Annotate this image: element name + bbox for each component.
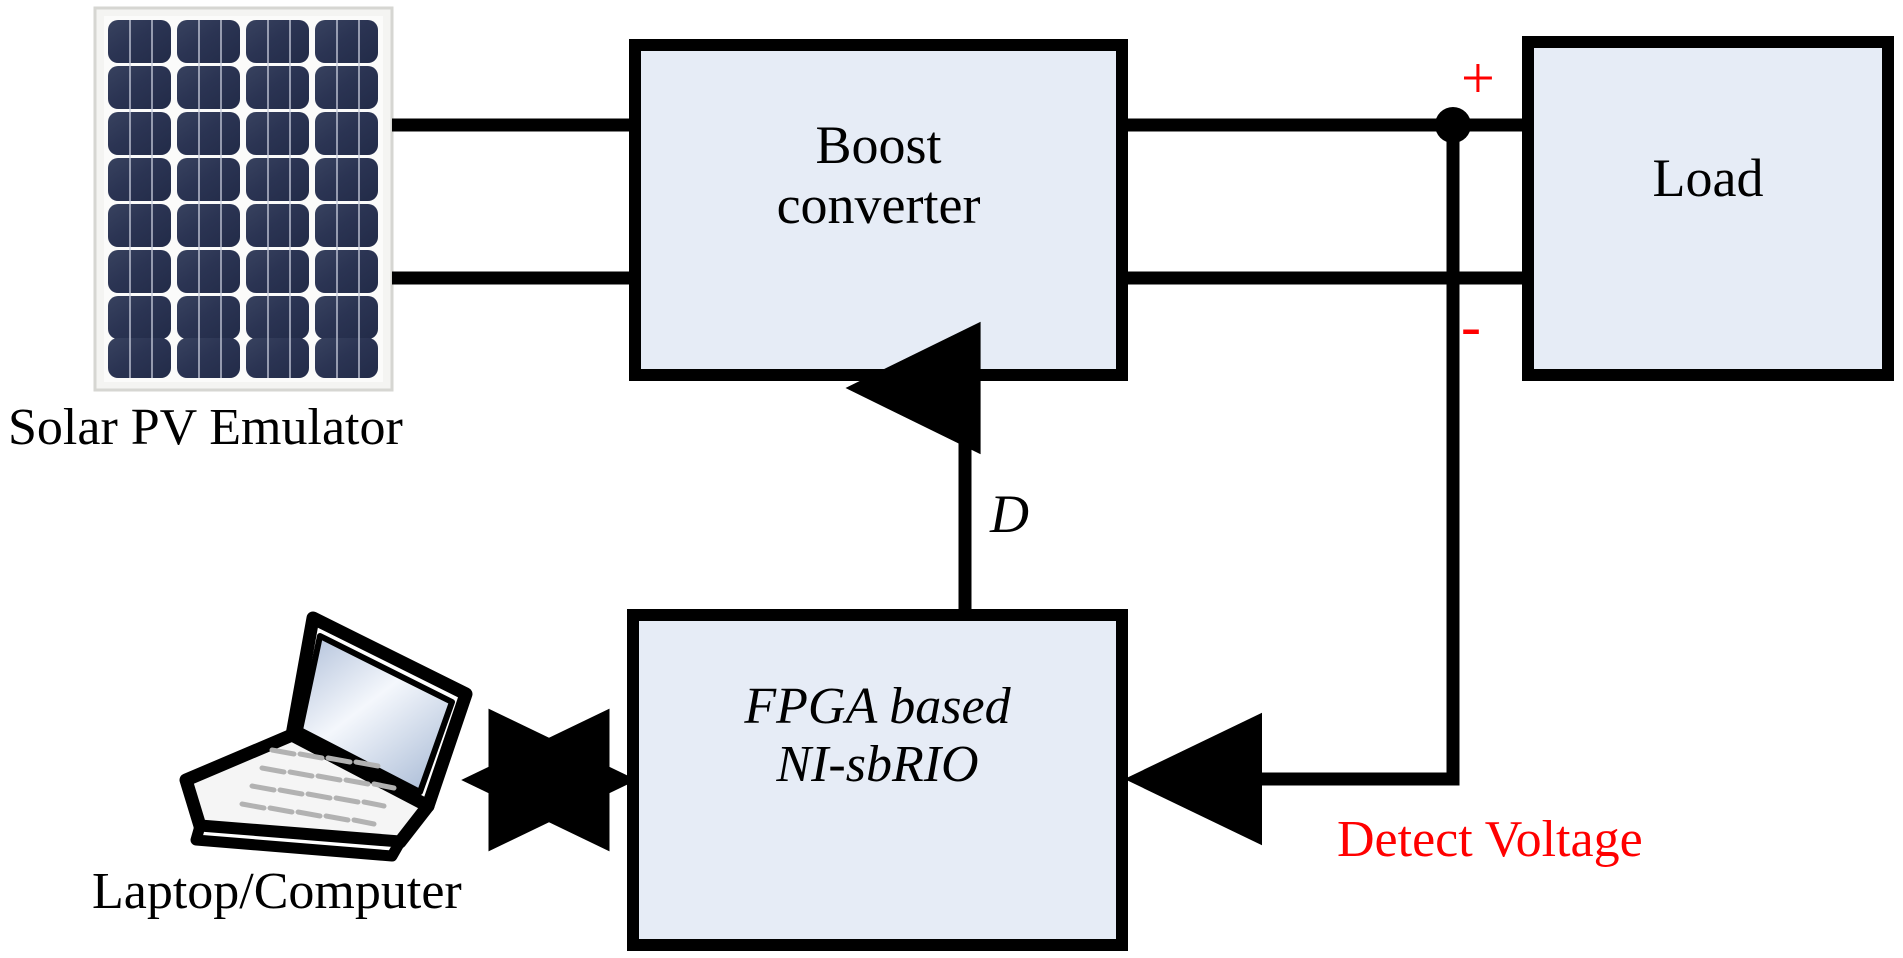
fpga-label: FPGA based NI-sbRIO bbox=[744, 678, 1011, 794]
positive-terminal-label: + bbox=[1461, 45, 1495, 111]
junction-dot bbox=[1435, 107, 1471, 143]
boost-converter-label: Boost converter bbox=[776, 115, 981, 236]
negative-terminal-label: - bbox=[1461, 293, 1481, 359]
wire-detect-voltage bbox=[1124, 125, 1460, 846]
laptop-computer-caption: Laptop/Computer bbox=[92, 863, 462, 920]
load-label: Load bbox=[1652, 148, 1764, 208]
block-load bbox=[1522, 36, 1894, 381]
block-fpga bbox=[627, 609, 1128, 951]
detect-voltage-label: Detect Voltage bbox=[1337, 811, 1643, 868]
duty-cycle-signal-label: D bbox=[990, 484, 1029, 544]
block-boost-converter bbox=[629, 39, 1128, 381]
solar-pv-emulator-caption: Solar PV Emulator bbox=[8, 399, 403, 456]
